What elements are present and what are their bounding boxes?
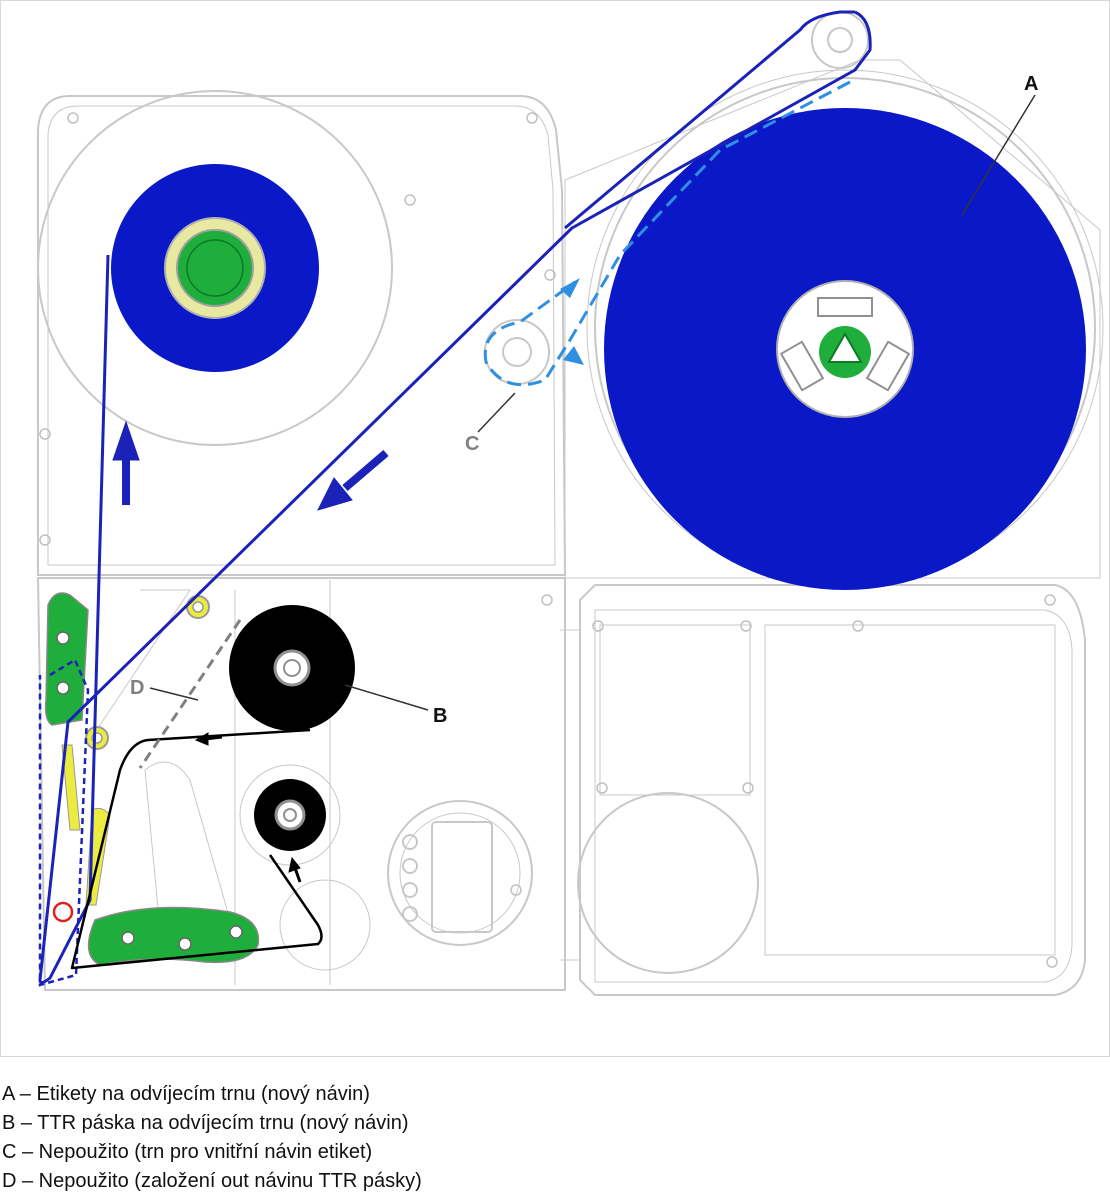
unwind-mandrel-icon xyxy=(779,297,911,392)
legend-item-d: D – Nepoužito (založení out návinu TTR p… xyxy=(2,1170,422,1192)
front-door xyxy=(579,584,1086,996)
door-window-circle xyxy=(577,792,759,974)
callout-d: D xyxy=(130,677,144,699)
label-path-alt-dashed xyxy=(38,658,90,987)
label-printer-threading-diagram: A B C D xyxy=(0,0,1110,1057)
label-direction-arrows xyxy=(112,420,389,511)
sensor-marker xyxy=(52,901,74,923)
callout-c: C xyxy=(465,433,479,455)
label-web-path xyxy=(38,10,872,985)
legend-item-a: A – Etikety na odvíjecím trnu (nový návi… xyxy=(2,1083,370,1105)
control-knob xyxy=(387,800,533,946)
upper-left-panel xyxy=(37,95,567,576)
legend-item-c: C – Nepoužito (trn pro vnitřní návin eti… xyxy=(2,1141,373,1163)
print-module-panel xyxy=(36,577,566,991)
unused-ribbon-path-d xyxy=(138,619,242,769)
ribbon-direction-arrows xyxy=(194,732,302,883)
callout-a: A xyxy=(1024,73,1038,95)
machine-housing xyxy=(36,11,1104,996)
rewind-disc xyxy=(37,90,393,446)
legend: A – Etikety na odvíjecím trnu (nový návi… xyxy=(2,1080,1102,1196)
ttr-ribbon-path xyxy=(70,728,323,970)
display-window xyxy=(431,821,493,933)
housing-screws xyxy=(39,112,1058,968)
callout-b: B xyxy=(433,705,447,727)
legend-item-b: B – TTR páska na odvíjecím trnu (nový ná… xyxy=(2,1112,409,1134)
callout-leaders xyxy=(149,94,1036,711)
